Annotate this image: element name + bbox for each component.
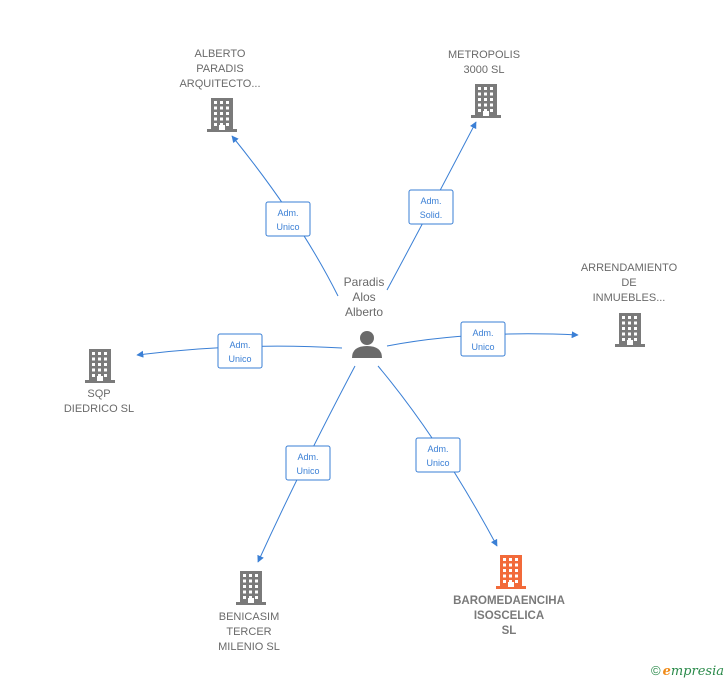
company-name-line: INMUEBLES... [593,292,666,304]
company-name-baromedaenciha[interactable]: BAROMEDAENCIHA ISOSCELICA SL [453,595,565,637]
company-name-line: ARRENDAMIENTO [581,262,678,274]
building-icon[interactable] [615,313,645,347]
person-name-line: Alberto [345,305,383,319]
role-label-box [217,333,263,369]
company-name-line: PARADIS [196,63,243,75]
company-name-alberto-paradis[interactable]: ALBERTO PARADIS ARQUITECTO... [179,48,260,90]
company-name-line: METROPOLIS [448,49,520,61]
role-label-text: Adm. [297,452,318,462]
brand-initial: e [662,664,671,679]
building-icon[interactable] [85,349,115,383]
company-name-line: 3000 SL [464,64,505,76]
company-name-line: SQP [87,388,110,400]
company-name-line: DIEDRICO SL [64,403,134,415]
building-icon[interactable] [236,571,266,605]
company-name-line: SL [502,625,517,637]
role-label-metropolis[interactable]: Adm. Solid. [408,189,454,225]
company-name-line: BENICASIM [219,611,280,623]
building-icon[interactable] [496,555,526,589]
role-label-sqp-diedrico[interactable]: Adm. Unico [217,333,263,369]
role-label-box [460,321,506,357]
role-label-benicasim[interactable]: Adm. Unico [285,445,331,481]
role-label-text: Unico [228,354,251,364]
building-icon[interactable] [207,98,237,132]
company-name-line: ALBERTO [195,48,246,60]
person-icon [352,331,382,358]
role-label-baromedaenciha[interactable]: Adm. Unico [415,437,461,473]
role-label-text: Unico [276,222,299,232]
company-name-benicasim[interactable]: BENICASIM TERCER MILENIO SL [218,611,280,653]
role-label-text: Adm. [420,196,441,206]
role-label-box [408,189,454,225]
person-name-line: Paradis [344,275,385,289]
copyright-symbol: © [650,663,661,678]
company-name-line: MILENIO SL [218,641,280,653]
role-label-text: Adm. [472,328,493,338]
role-label-box [285,445,331,481]
role-label-arrendamiento[interactable]: Adm. Unico [460,321,506,357]
company-name-metropolis[interactable]: METROPOLIS 3000 SL [448,49,520,76]
empresia-brand[interactable]: ©empresia [651,663,724,679]
brand-name: mpresia [670,664,724,679]
company-name-arrendamiento[interactable]: ARRENDAMIENTO DE INMUEBLES... [581,262,678,304]
company-name-line: DE [621,277,636,289]
role-label-box [265,201,311,237]
role-label-text: Unico [426,458,449,468]
role-label-box [415,437,461,473]
role-label-text: Adm. [427,444,448,454]
role-label-alberto-paradis[interactable]: Adm. Unico [265,201,311,237]
company-name-line: BAROMEDAENCIHA [453,595,565,607]
company-name-line: TERCER [226,626,271,638]
role-label-text: Unico [471,342,494,352]
role-label-text: Unico [296,466,319,476]
role-label-text: Adm. [277,208,298,218]
role-label-text: Adm. [229,340,250,350]
building-icon[interactable] [471,84,501,118]
role-label-text: Solid. [420,210,443,220]
person-name-line: Alos [352,290,375,304]
company-name-sqp-diedrico[interactable]: SQP DIEDRICO SL [64,388,134,415]
company-name-line: ISOSCELICA [474,610,544,622]
company-name-line: ARQUITECTO... [179,78,260,90]
